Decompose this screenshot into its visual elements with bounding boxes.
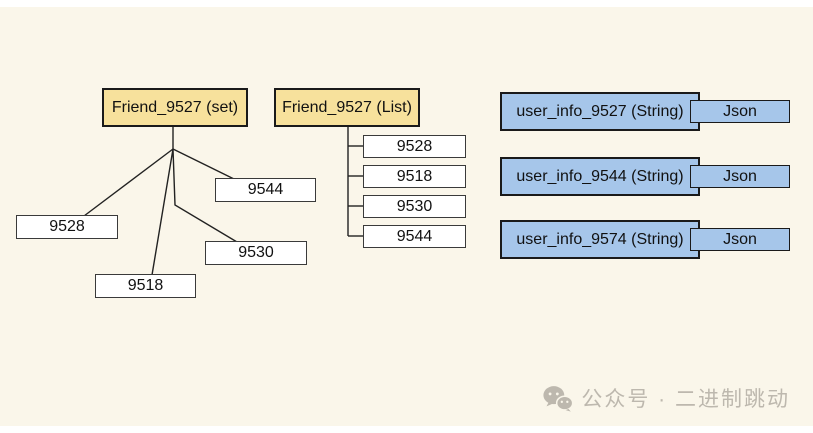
string-key-node: user_info_9544 (String) xyxy=(500,157,700,196)
string-value-node: Json xyxy=(690,100,790,123)
list-item-node: 9528 xyxy=(363,135,466,158)
string-key-node: user_info_9527 (String) xyxy=(500,92,700,131)
set-member-node: 9544 xyxy=(215,178,316,202)
list-item-node: 9544 xyxy=(363,225,466,248)
string-key-node: user_info_9574 (String) xyxy=(500,220,700,259)
list-item-node: 9530 xyxy=(363,195,466,218)
string-value-node: Json xyxy=(690,165,790,188)
string-value-node: Json xyxy=(690,228,790,251)
set-member-node: 9518 xyxy=(95,274,196,298)
set-root-node: Friend_9527 (set) xyxy=(102,88,248,127)
watermark-text: 公众号 · 二进制跳动 xyxy=(581,388,790,411)
list-root-node: Friend_9527 (List) xyxy=(274,88,420,127)
set-member-node: 9530 xyxy=(205,241,307,265)
wechat-icon xyxy=(543,385,574,412)
set-member-node: 9528 xyxy=(16,215,118,239)
watermark: 公众号 · 二进制跳动 xyxy=(543,383,790,413)
list-item-node: 9518 xyxy=(363,165,466,188)
